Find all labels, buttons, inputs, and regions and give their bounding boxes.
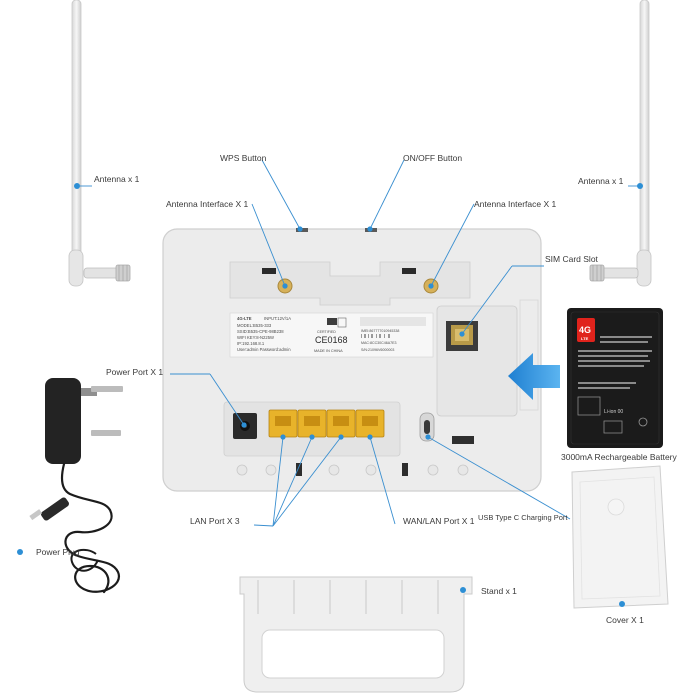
cover xyxy=(571,465,669,609)
callout-dots xyxy=(17,183,643,607)
router-sn-text: S/N:21096V6000003 xyxy=(361,348,394,352)
router-brand-text: 4G-LTE xyxy=(237,316,252,321)
label-onoff-button: ON/OFF Button xyxy=(403,153,463,163)
lan-port-1 xyxy=(268,409,298,438)
battery-logo-sub-text: LTE xyxy=(581,336,589,341)
label-antenna-right: Antenna x 1 xyxy=(578,176,624,186)
label-antenna-left: Antenna x 1 xyxy=(94,174,140,184)
wan-lan-port xyxy=(355,409,385,438)
router-body xyxy=(162,228,542,492)
router-imei-text: IMEI:867777010945338 xyxy=(361,329,399,333)
battery-logo-text: 4G xyxy=(579,325,591,335)
router-made-in-text: MADE IN CHINA xyxy=(314,349,343,353)
router-mac-text: MAC:8CC30C46A7E3 xyxy=(361,341,397,345)
router-input-text: INPUT:12V/1A xyxy=(264,316,291,321)
router-certified-text: CERTIFIED xyxy=(317,330,336,334)
router-model-text: MODEL:B535-333 xyxy=(237,323,272,328)
router-user-text: User:admin Password:admin xyxy=(237,347,291,352)
lan-port-2 xyxy=(297,409,327,438)
router-wifi-key-text: WIFI KEY:8-N225W xyxy=(237,335,274,340)
label-power-port: Power Port X 1 xyxy=(106,367,164,377)
label-power-plug: Power Plug xyxy=(36,547,80,557)
insert-direction-arrow xyxy=(508,353,560,400)
router-ip-text: IP:192.168.8.1 xyxy=(237,341,265,346)
label-stand: Stand x 1 xyxy=(481,586,517,596)
leader-lines xyxy=(80,159,640,527)
label-cover: Cover X 1 xyxy=(606,615,644,625)
battery xyxy=(567,308,663,448)
label-wps-button: WPS Button xyxy=(220,153,267,163)
router-ssid-text: SSID:B535-CPE-98B238 xyxy=(237,329,284,334)
antenna-right xyxy=(589,0,652,287)
antenna-left xyxy=(68,0,131,287)
power-adapter xyxy=(29,378,123,594)
label-usb-c-port: USB Type C Charging Port xyxy=(478,513,568,522)
label-lan-port: LAN Port X 3 xyxy=(190,516,240,526)
label-sim-card-slot: SIM Card Slot xyxy=(545,254,598,264)
router-ce-text: CE0168 xyxy=(315,335,348,345)
label-wan-lan-port: WAN/LAN Port X 1 xyxy=(403,516,475,526)
usb-c-port-shape xyxy=(419,412,435,442)
stand xyxy=(239,576,473,693)
sim-card-slot-shape xyxy=(446,321,478,351)
battery-logo-mark xyxy=(577,318,595,342)
label-antenna-interface-left: Antenna Interface X 1 xyxy=(166,199,249,209)
label-antenna-interface-right: Antenna Interface X 1 xyxy=(474,199,557,209)
label-battery: 3000mA Rechargeable Battery xyxy=(561,452,677,462)
lan-port-3 xyxy=(326,409,356,438)
battery-chem-text: Li-ion 00 xyxy=(604,409,623,415)
